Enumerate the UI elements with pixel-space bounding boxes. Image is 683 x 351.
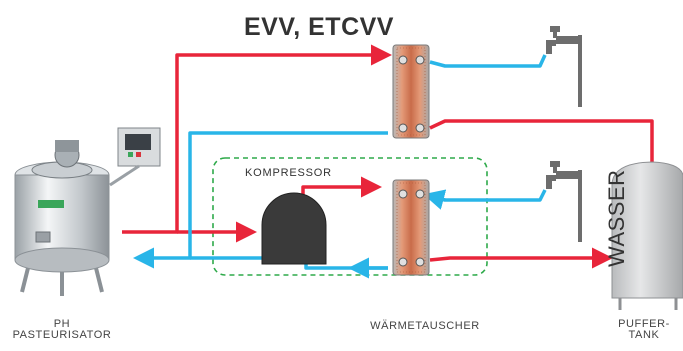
pasteurizer-label: PH PASTEURISATOR: [0, 319, 124, 341]
buffer-tank-label-line1: PUFFER-: [618, 318, 670, 330]
compressor-label: KOMPRESSOR: [245, 167, 332, 179]
compressor-icon: [261, 192, 327, 265]
water-tap-icon: [546, 26, 582, 107]
buffer-tank-label-line2: TANK: [628, 329, 660, 341]
heat-exchanger-label: WÄRMETAUSCHER: [370, 320, 480, 332]
pasteurizer-machine-icon: [14, 127, 161, 296]
tank-label: WASSER: [604, 169, 629, 267]
pasteurizer-label-line1: PH: [53, 318, 71, 330]
water-tap-icon: [546, 161, 582, 242]
plate-heat-exchanger-icon: [392, 44, 430, 139]
plate-heat-exchanger-icon: [392, 179, 430, 276]
diagram-title: EVV, ETCVV: [244, 13, 394, 41]
cold-lines: [133, 54, 547, 279]
buffer-tank-label: PUFFER- TANK: [606, 319, 682, 341]
pasteurizer-label-line2: PASTEURISATOR: [12, 329, 112, 341]
